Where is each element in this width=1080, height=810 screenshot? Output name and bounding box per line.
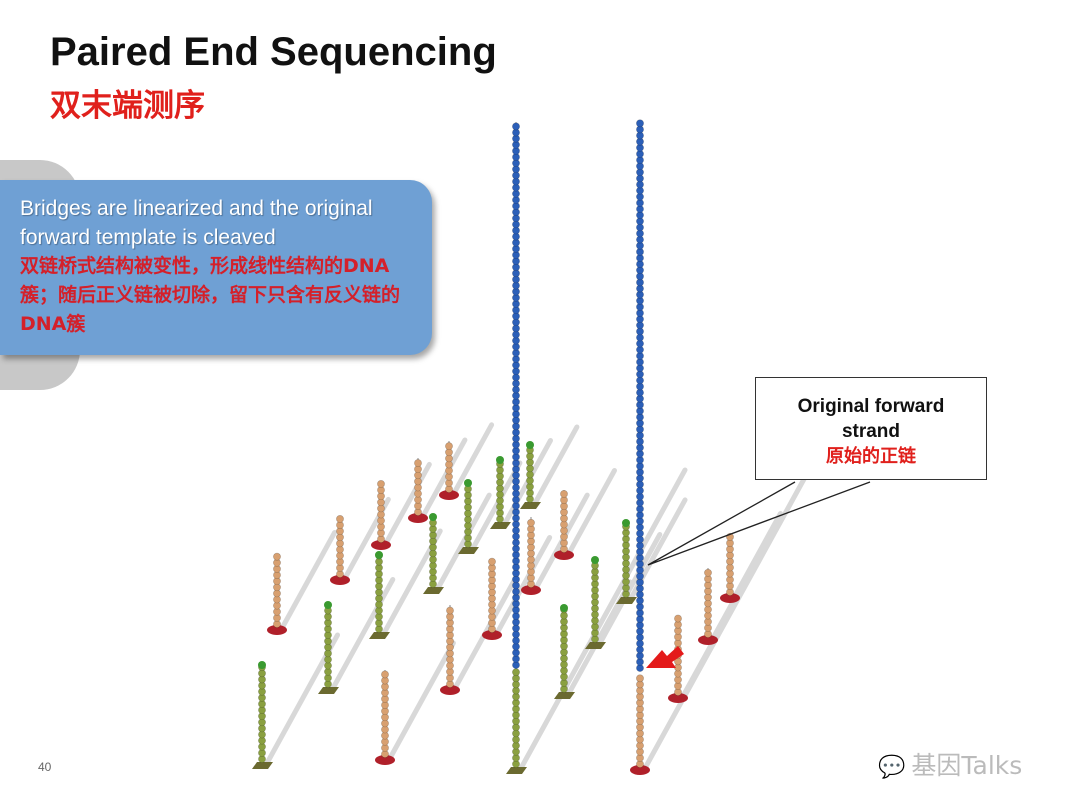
strand-shadow bbox=[531, 424, 580, 508]
strand-anchor bbox=[375, 755, 395, 765]
short-strand-bead bbox=[336, 515, 344, 523]
callout-text-zh: 双链桥式结构被变性，形成线性结构的DNA簇；随后正义链被切除，留下只含有反义链的… bbox=[20, 255, 401, 335]
watermark: 💬基因Talks bbox=[878, 746, 1022, 782]
strand-anchor bbox=[520, 502, 541, 509]
strand-anchor bbox=[330, 575, 350, 585]
short-strand-bead bbox=[560, 490, 568, 498]
strand-anchor bbox=[371, 540, 391, 550]
strand-anchor bbox=[369, 632, 390, 639]
strand-anchor bbox=[458, 547, 479, 554]
explanation-callout: Bridges are linearized and the original … bbox=[0, 180, 432, 355]
strand-anchor bbox=[720, 593, 740, 603]
strand-end-bead bbox=[560, 604, 568, 612]
strand-anchor bbox=[423, 587, 444, 594]
strand-shadow bbox=[329, 577, 396, 693]
short-strand-bead bbox=[527, 518, 535, 527]
short-strand-bead bbox=[446, 606, 454, 615]
strand-anchor bbox=[668, 693, 688, 703]
short-strand-bead bbox=[381, 670, 389, 679]
short-strand-bead bbox=[414, 459, 422, 467]
strand-shadow bbox=[434, 492, 492, 593]
strand-anchor bbox=[490, 522, 511, 529]
strand-anchor bbox=[267, 625, 287, 635]
strand-shadow bbox=[386, 640, 456, 763]
wechat-icon: 💬 bbox=[878, 755, 906, 780]
short-strand-bead bbox=[377, 480, 385, 488]
slide-title: Paired End Sequencing bbox=[50, 30, 497, 74]
strand-label-en: Original forward strand bbox=[797, 396, 945, 442]
original-forward-strand-bead bbox=[636, 119, 644, 128]
short-strand-bead bbox=[674, 614, 682, 623]
strand-anchor bbox=[252, 762, 273, 769]
strand-end-bead bbox=[429, 513, 437, 521]
reverse-strand-bead bbox=[512, 668, 520, 677]
strand-shadow bbox=[419, 437, 468, 521]
strand-shadow bbox=[493, 535, 553, 638]
label-pointer bbox=[647, 481, 871, 566]
strand-anchor bbox=[408, 513, 428, 523]
strand-shadow bbox=[278, 530, 338, 633]
strand-shadow bbox=[382, 461, 432, 548]
strand-anchor bbox=[482, 630, 502, 640]
original-strand-label: Original forward strand 原始的正链 bbox=[755, 377, 987, 480]
watermark-text: 基因Talks bbox=[911, 751, 1023, 780]
page-number: 40 bbox=[38, 760, 52, 774]
cleavage-arrow-icon bbox=[646, 646, 684, 668]
strand-shadow bbox=[450, 422, 495, 498]
strand-shadow bbox=[517, 467, 688, 773]
strand-anchor bbox=[698, 635, 718, 645]
strand-shadow bbox=[679, 590, 743, 701]
reverse-strand-bead bbox=[636, 674, 644, 683]
strand-end-bead bbox=[464, 479, 472, 487]
callout-text-en: Bridges are linearized and the original … bbox=[20, 197, 373, 249]
strand-anchor bbox=[506, 767, 527, 774]
strand-anchor bbox=[616, 597, 637, 604]
strand-end-bead bbox=[496, 456, 504, 464]
strand-end-bead bbox=[591, 556, 599, 564]
synthesized-strand-bead bbox=[512, 122, 520, 131]
short-strand-bead bbox=[445, 442, 453, 451]
strand-anchor bbox=[318, 687, 339, 694]
short-strand-bead bbox=[488, 557, 496, 566]
strand-shadow bbox=[596, 532, 663, 648]
strand-anchor bbox=[585, 642, 606, 649]
short-strand-bead bbox=[704, 568, 712, 577]
strand-shadow bbox=[263, 632, 340, 768]
strand-end-bead bbox=[622, 519, 630, 527]
strand-end-bead bbox=[324, 601, 332, 609]
strand-end-bead bbox=[258, 661, 266, 669]
strand-end-bead bbox=[526, 441, 534, 449]
strand-label-zh: 原始的正链 bbox=[826, 446, 916, 467]
strand-anchor bbox=[554, 692, 575, 699]
strand-anchor bbox=[521, 585, 541, 595]
strand-shadow bbox=[565, 468, 617, 558]
strand-anchor bbox=[630, 765, 650, 775]
strand-shadow bbox=[469, 460, 523, 553]
short-strand-bead bbox=[273, 552, 281, 561]
strand-anchor bbox=[554, 550, 574, 560]
strand-end-bead bbox=[375, 551, 383, 559]
strand-anchor bbox=[439, 490, 459, 500]
strand-anchor bbox=[440, 685, 460, 695]
slide-subtitle: 双末端测序 bbox=[50, 88, 205, 124]
